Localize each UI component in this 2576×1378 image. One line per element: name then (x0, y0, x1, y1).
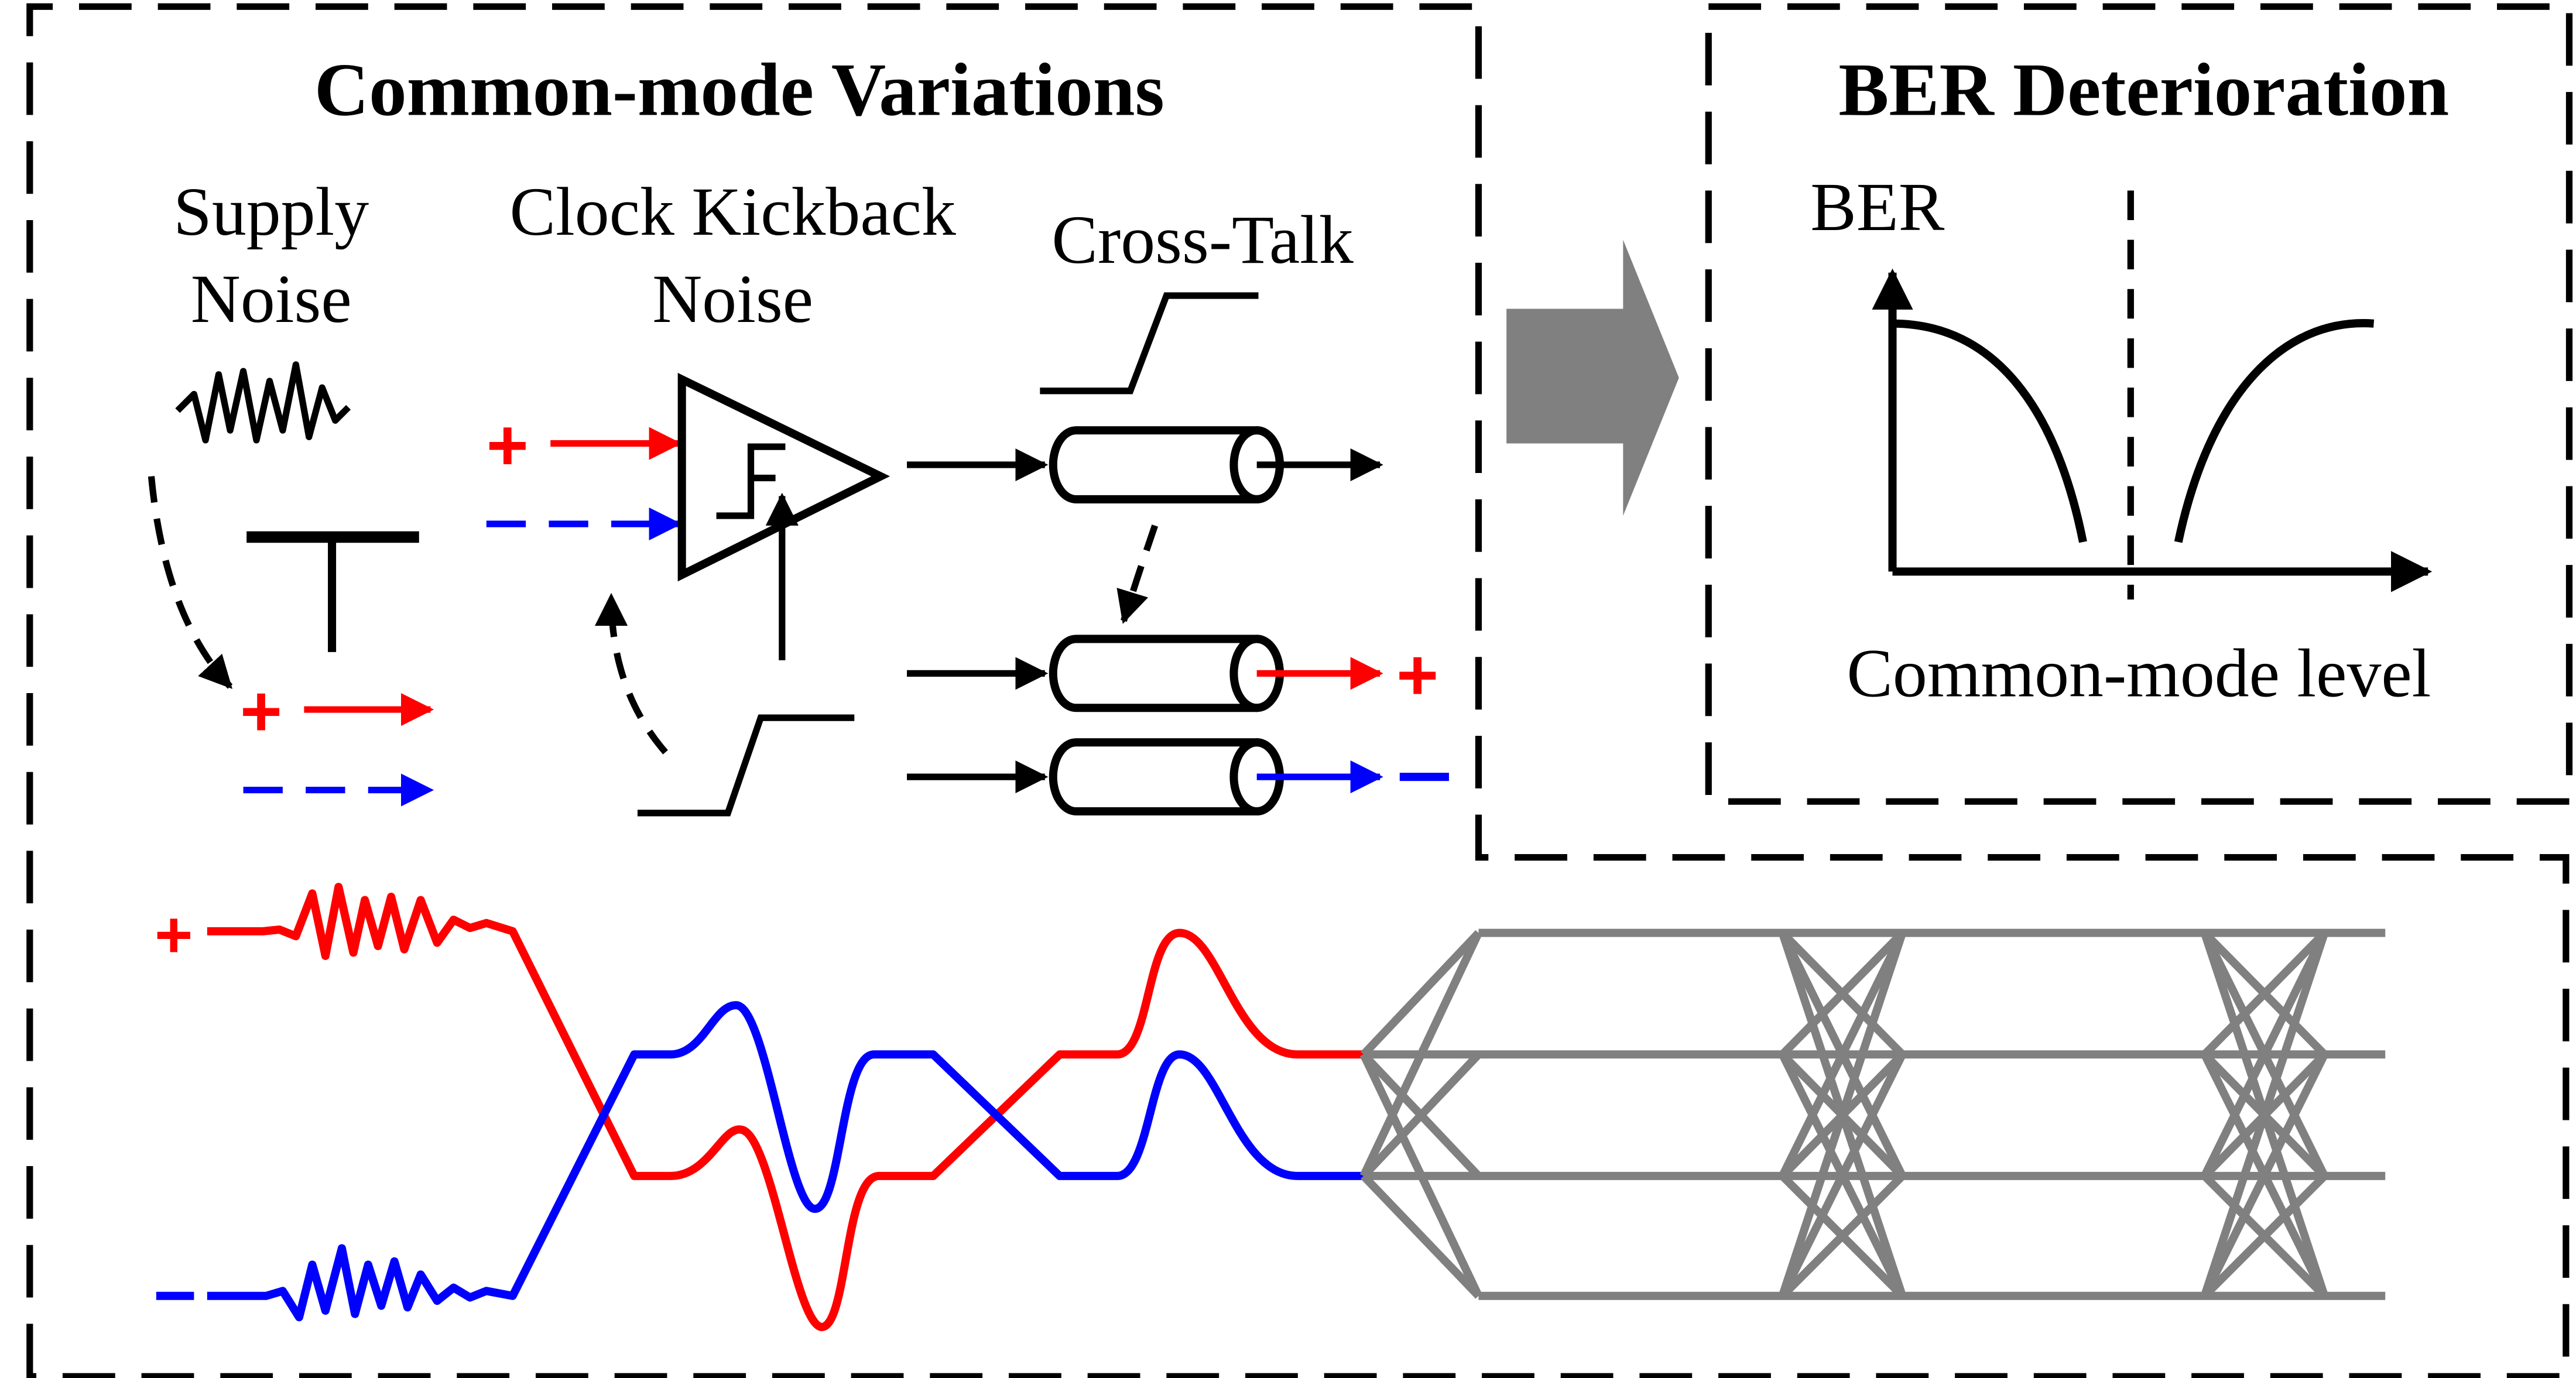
clock-kickback-label-line2: Noise (652, 261, 813, 337)
clock-kickback-label-line1: Clock Kickback (509, 174, 955, 250)
left-panel-border (26, 3, 2570, 1378)
transition-arrow-icon (1506, 239, 1679, 516)
negative-signal-trace (207, 1001, 1364, 1322)
crosstalk-plus-sign: + (1396, 635, 1438, 715)
crosstalk-coupling-arrow (1116, 525, 1159, 624)
ber-curve-left (1892, 319, 2087, 543)
ber-plot: BER Common-mode level (1810, 169, 2433, 712)
supply-noise-label-line1: Supply (173, 174, 369, 250)
waveform-group: + (155, 883, 1364, 1332)
noise-waveform-icon (175, 361, 351, 444)
supply-plus-sign: + (240, 671, 282, 752)
victim-negative-cable-icon (1049, 738, 1284, 816)
left-panel-title: Common-mode Variations (314, 47, 1164, 131)
eye-crossing-1 (1778, 930, 1907, 1299)
panel-borders (26, 3, 2573, 1378)
cross-talk-group: Cross-Talk + (907, 202, 1449, 816)
comparator-plus-sign: + (487, 405, 529, 485)
clock-kickback-group: Clock Kickback Noise + (486, 174, 956, 817)
supply-noise-label-line2: Noise (191, 261, 352, 337)
eye-crossing-2 (2200, 930, 2329, 1299)
aggressor-cable-icon (1049, 426, 1284, 503)
eye-diagram (1359, 928, 2386, 1300)
aggressor-edge-waveform (1040, 292, 1259, 395)
supply-coupling-arrow (148, 476, 233, 689)
hysteresis-symbol (716, 443, 786, 519)
eye-entry-transitions (1359, 930, 1482, 1299)
supply-noise-group: Supply Noise + (148, 174, 434, 807)
kickback-coupling-arrow (595, 592, 668, 755)
right-panel-title: BER Deterioration (1838, 47, 2449, 131)
eye-levels (1364, 928, 2386, 1300)
right-panel-border (1705, 3, 2573, 805)
ber-y-axis-label: BER (1810, 169, 1945, 245)
clock-edge-waveform (637, 714, 855, 817)
ber-curve-right (2174, 319, 2375, 543)
victim-positive-cable-icon (1049, 635, 1284, 712)
waveform-plus-sign: + (155, 898, 193, 972)
positive-signal-trace (207, 883, 1364, 1332)
ber-x-axis-label: Common-mode level (1847, 636, 2431, 712)
cross-talk-label: Cross-Talk (1051, 202, 1353, 278)
